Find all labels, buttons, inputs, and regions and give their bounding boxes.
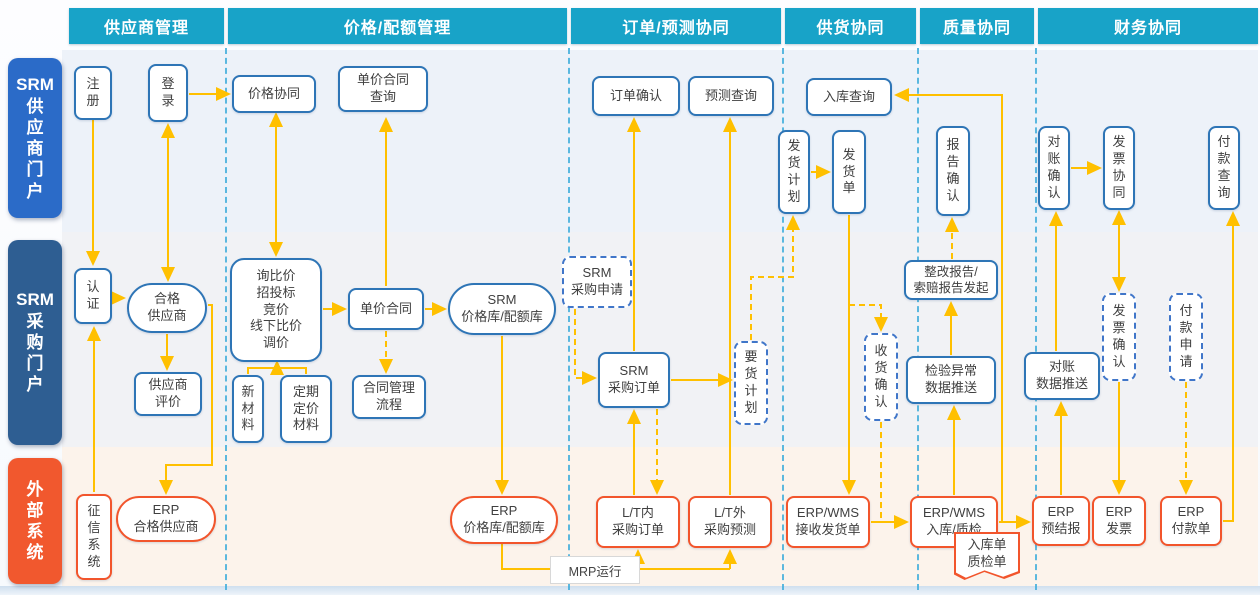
- node-unit-price-contract: 单价合同: [348, 288, 424, 330]
- node-srm-purchase-request: SRM 采购申请: [562, 256, 632, 308]
- node-erp-wms-receive-shipping-order: ERP/WMS 接收发货单: [786, 496, 870, 548]
- node-new-material: 新 材 料: [232, 375, 264, 443]
- node-invoice-confirmation: 发 票 确 认: [1102, 293, 1136, 381]
- node-payment-query: 付 款 查 询: [1208, 126, 1240, 210]
- lane-label-srm-supplier-portal: SRM 供 应 商 门 户: [8, 58, 62, 218]
- node-qualified-supplier: 合格 供应商: [127, 283, 207, 333]
- node-price-collaboration: 价格协同: [232, 75, 316, 113]
- node-unit-price-contract-query: 单价合同 查询: [338, 66, 428, 112]
- node-erp-qualified-supplier: ERP 合格供应商: [116, 496, 216, 542]
- node-inquiry-bidding: 询比价 招投标 竞价 线下比价 调价: [230, 258, 322, 362]
- header-finance-collab: 财务协同: [1038, 8, 1258, 44]
- node-receipt-confirmation: 收 货 确 认: [864, 333, 898, 421]
- node-order-confirmation: 订单确认: [592, 76, 680, 116]
- node-contract-management-flow: 合同管理 流程: [352, 375, 426, 419]
- node-report-confirmation: 报 告 确 认: [936, 126, 970, 216]
- column-divider: [568, 48, 570, 590]
- node-srm-price-quota-library: SRM 价格库/配额库: [448, 283, 556, 335]
- node-shipping-plan: 发 货 计 划: [778, 130, 810, 214]
- column-divider: [782, 48, 784, 590]
- node-lt-outside-purchase-forecast: L/T外 采购预测: [688, 496, 772, 548]
- slide-bottom-strip: [0, 586, 1260, 595]
- node-erp-presettlement: ERP 预结报: [1032, 496, 1090, 546]
- node-reconciliation-confirmation: 对 账 确 认: [1038, 126, 1070, 210]
- header-price-quota-management: 价格/配额管理: [228, 8, 567, 44]
- lane-label-external-systems: 外 部 系 统: [8, 458, 62, 584]
- warehouse-receipt-quality-doc-label: 入库单 质检单: [956, 534, 1018, 578]
- node-erp-payment-order: ERP 付款单: [1160, 496, 1222, 546]
- node-warehouse-receipt-quality-doc: 入库单 质检单: [954, 532, 1020, 580]
- header-order-forecast-collab: 订单/预测协同: [571, 8, 781, 44]
- node-periodic-pricing-material: 定期 定价 材料: [280, 375, 332, 443]
- node-forecast-query: 预测查询: [688, 76, 774, 116]
- lane-label-srm-purchase-portal: SRM 采 购 门 户: [8, 240, 62, 445]
- node-invoice-collaboration: 发 票 协 同: [1103, 126, 1135, 210]
- header-supply-collab: 供货协同: [785, 8, 916, 44]
- column-divider: [225, 48, 227, 590]
- node-login: 登 录: [148, 64, 188, 122]
- node-erp-invoice: ERP 发票: [1092, 496, 1146, 546]
- node-demand-plan: 要 货 计 划: [734, 341, 768, 425]
- node-payment-application: 付 款 申 请: [1169, 293, 1203, 381]
- node-lt-inside-purchase-order: L/T内 采购订单: [596, 496, 680, 548]
- node-warehouse-entry-query: 入库查询: [806, 78, 892, 116]
- node-mrp-run-label: MRP运行: [550, 556, 640, 584]
- node-srm-purchase-order: SRM 采购订单: [598, 352, 670, 408]
- column-divider: [917, 48, 919, 590]
- node-shipping-order: 发 货 单: [832, 130, 866, 214]
- node-register: 注 册: [74, 66, 112, 120]
- column-divider: [1035, 48, 1037, 590]
- node-rectification-claim-report: 整改报告/ 索赔报告发起: [904, 260, 998, 300]
- header-quality-collab: 质量协同: [920, 8, 1034, 44]
- node-authentication: 认 证: [74, 268, 112, 324]
- node-erp-price-quota-library: ERP 价格库/配额库: [450, 496, 558, 544]
- node-inspection-anomaly-push: 检验异常 数据推送: [906, 356, 996, 404]
- node-credit-system: 征 信 系 统: [76, 494, 112, 580]
- node-supplier-evaluation: 供应商 评价: [134, 372, 202, 416]
- header-supplier-management: 供应商管理: [69, 8, 224, 44]
- node-reconciliation-data-push: 对账 数据推送: [1024, 352, 1100, 400]
